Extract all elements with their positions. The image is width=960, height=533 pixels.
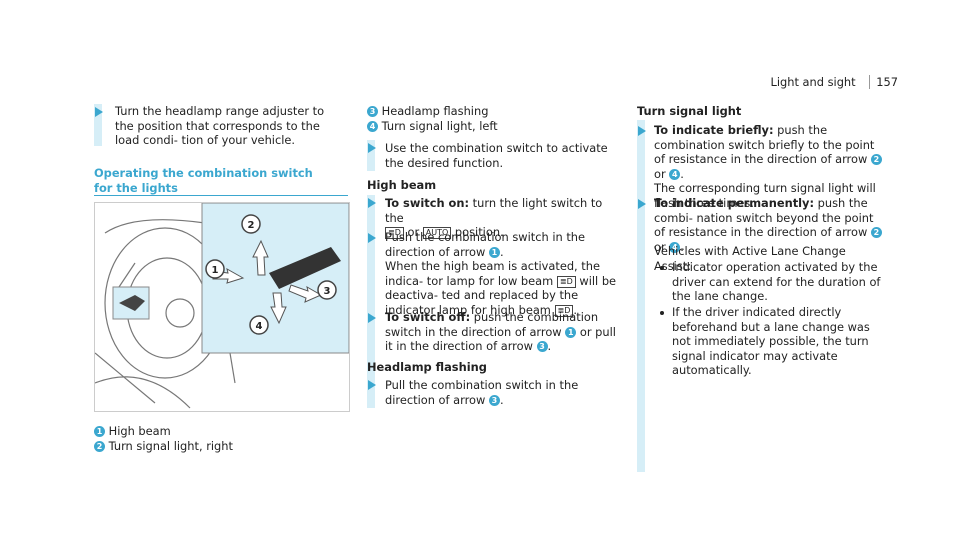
flashing-text: Pull the combination switch in the direc…: [385, 378, 579, 407]
indicate-briefly-text: To indicate briefly: push the combinatio…: [654, 123, 884, 210]
low-beam-icon: ≣D: [556, 275, 576, 288]
section-heading: Operating the combination switch for the…: [94, 166, 313, 195]
callout-3: 3: [324, 286, 331, 297]
turn-signal-heading: Turn signal light: [637, 104, 742, 118]
low-beam-icon: ≣D: [385, 227, 404, 239]
callout-1: 1: [212, 265, 219, 276]
callout-list-1: 1 High beam 2 Turn signal light, right: [94, 424, 344, 453]
step-arrow-icon: [368, 313, 376, 323]
callout-item: 4 Turn signal light, left: [367, 119, 617, 134]
callout-4: 4: [256, 321, 263, 332]
callout-2: 2: [248, 220, 255, 231]
step-arrow-icon: [95, 107, 103, 117]
switch-off-text: To switch off: push the combination swit…: [385, 310, 616, 353]
page-number: 157: [869, 75, 898, 89]
combination-switch-illustration: 1 2 3 4: [94, 202, 350, 412]
step-text: Turn the headlamp range adjuster to the …: [115, 104, 325, 147]
running-header: Light and sight 157: [770, 75, 898, 90]
use-text: Use the combination switch to activate t…: [385, 141, 608, 170]
auto-light-icon: AUTO: [422, 227, 452, 239]
callout-item: 3 Headlamp flashing: [367, 104, 617, 119]
callout-item: 2 Turn signal light, right: [94, 439, 344, 454]
high-beam-icon: ≣D: [554, 304, 574, 317]
step-arrow-icon: [368, 380, 376, 390]
flashing-heading: Headlamp flashing: [367, 360, 487, 374]
section-title: Light and sight: [770, 75, 856, 89]
callout-list-2: 3 Headlamp flashing 4 Turn signal light,…: [367, 104, 617, 133]
step-bar: [367, 195, 375, 385]
step-arrow-icon: [368, 143, 376, 153]
bullet-text: If the driver indicated directly beforeh…: [672, 305, 870, 377]
switch-on-text: To switch on: turn the light switch to t…: [385, 196, 603, 239]
step-bar: [367, 375, 375, 408]
step-bar: [637, 120, 645, 472]
indicate-permanently-text: To indicate permanently: push the combi-…: [654, 196, 886, 254]
step-arrow-icon: [368, 233, 376, 243]
step-arrow-icon: [368, 198, 376, 208]
callout-item: 1 High beam: [94, 424, 344, 439]
heading-rule: [94, 195, 348, 196]
high-beam-heading: High beam: [367, 178, 437, 192]
step-bar: [94, 104, 102, 146]
step-bar: [367, 140, 375, 171]
step-arrow-icon: [638, 126, 646, 136]
bullet-text: Indicator operation activated by the dri…: [672, 260, 881, 303]
bullet: [660, 266, 664, 270]
step-arrow-icon: [638, 199, 646, 209]
bullet: [660, 311, 664, 315]
push-text: Push the combination switch in the direc…: [385, 230, 617, 317]
